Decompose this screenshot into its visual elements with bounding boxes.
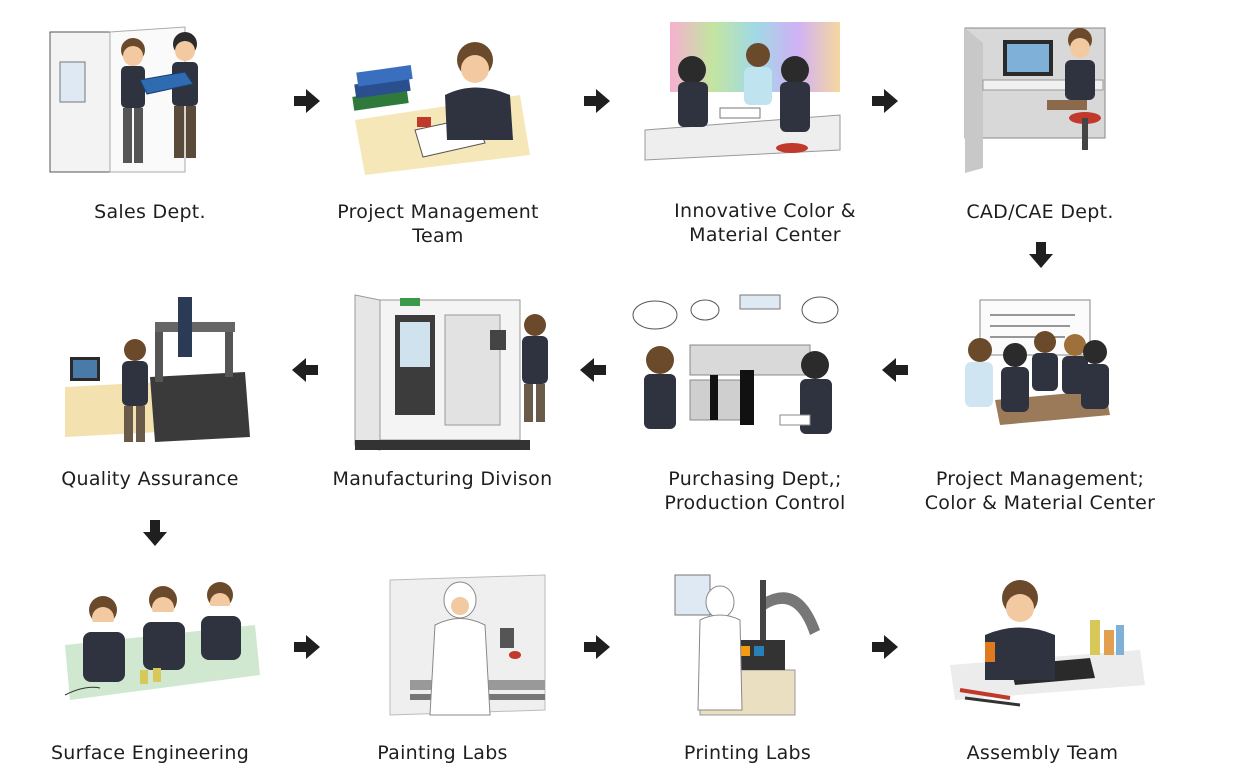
painting-labs-illustration [350,570,560,735]
flow-arrow-right-icon [582,86,612,116]
cad-cae-illustration [925,18,1135,183]
flow-arrow-left-icon [880,355,910,385]
flow-arrow-down-icon [140,518,170,548]
flow-arrow-right-icon [870,632,900,662]
flow-arrow-left-icon [290,355,320,385]
stage-label-project-management: Project Management Team [337,201,539,247]
stage-label-pm-color-material: Project Management; Color & Material Cen… [924,468,1156,514]
stage-label-manufacturing: Manufacturing Divison [332,468,553,490]
flow-arrow-right-icon [292,632,322,662]
stage-label-painting-labs: Painting Labs [377,742,508,764]
flow-arrow-right-icon [582,632,612,662]
sales-dept-illustration [45,22,255,187]
flow-arrow-down-icon [1026,240,1056,270]
stage-label-printing-labs: Printing Labs [683,742,812,764]
stage-label-cad-cae: CAD/CAE Dept. [966,201,1114,223]
assembly-team-illustration [940,570,1150,735]
flow-arrow-right-icon [870,86,900,116]
stage-label-surface-engineering: Surface Engineering [50,742,250,764]
color-material-center-illustration [640,20,850,185]
flow-arrow-right-icon [292,86,322,116]
purchasing-office-illustration [630,290,840,455]
stage-label-purchasing: Purchasing Dept,; Production Control [664,468,846,514]
printing-labs-illustration [650,570,860,735]
flow-arrow-left-icon [578,355,608,385]
quality-assurance-illustration [60,292,270,457]
manufacturing-illustration [350,290,560,455]
team-review-illustration [945,290,1155,455]
stage-label-color-material: Innovative Color & Material Center [674,200,856,246]
project-management-illustration [335,25,545,190]
stage-label-assembly-team: Assembly Team [966,742,1119,764]
stage-label-quality-assurance: Quality Assurance [61,468,239,490]
stage-label-sales: Sales Dept. [94,201,206,223]
surface-engineering-illustration [55,570,265,735]
